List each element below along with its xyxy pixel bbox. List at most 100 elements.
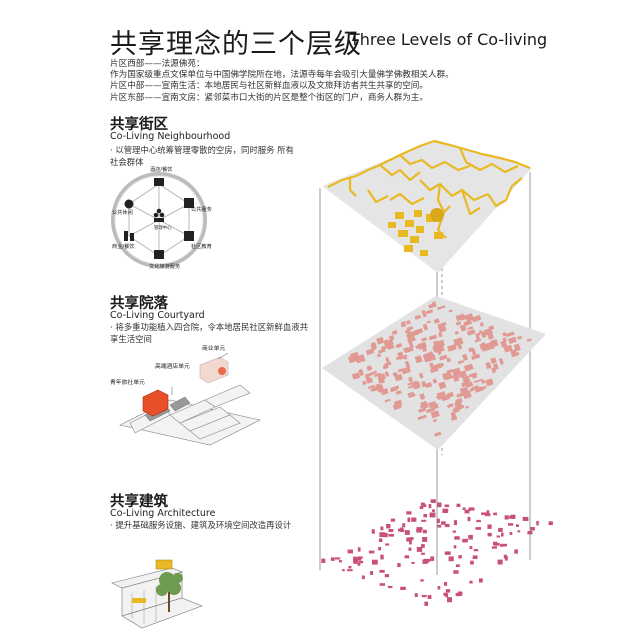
- architecture-block: [444, 551, 451, 555]
- architecture-block: [456, 503, 461, 507]
- courtyard-block: [477, 385, 487, 391]
- architecture-block: [452, 530, 456, 533]
- courtyard-block: [511, 351, 520, 358]
- courtyard-block: [463, 363, 474, 372]
- architecture-block: [421, 594, 427, 598]
- architecture-block: [462, 538, 468, 543]
- architecture-block: [514, 549, 518, 554]
- courtyard-block: [458, 404, 465, 410]
- courtyard-block: [424, 382, 433, 389]
- courtyard-block: [432, 378, 438, 384]
- courtyard-block: [366, 365, 373, 371]
- architecture-block: [406, 511, 412, 515]
- architecture-block: [432, 509, 435, 512]
- courtyard-block: [479, 322, 485, 327]
- courtyard-block: [471, 348, 477, 356]
- courtyard-block: [438, 381, 447, 390]
- page-title: 共享理念的三个层级: [110, 29, 362, 60]
- courtyard-block: [364, 374, 370, 380]
- courtyard-block: [502, 332, 507, 337]
- courtyard-block: [370, 387, 378, 392]
- courtyard-block: [455, 321, 462, 326]
- architecture-block: [444, 582, 448, 586]
- architecture-block: [486, 510, 490, 515]
- architecture-block: [421, 519, 427, 522]
- courtyard-block: [448, 309, 453, 313]
- courtyard-block: [347, 354, 357, 364]
- courtyard-block: [400, 354, 408, 359]
- courtyard-block: [384, 371, 390, 377]
- label-hotel-unit: 高端酒店单元: [155, 364, 190, 370]
- public-service-icon: [184, 198, 194, 208]
- architecture-block: [458, 555, 462, 559]
- architecture-block: [437, 502, 442, 508]
- courtyard-axonometric: [119, 352, 261, 446]
- courtyard-block: [480, 331, 487, 338]
- courtyard-block: [417, 341, 427, 350]
- courtyard-block: [498, 357, 504, 365]
- courtyard-block: [446, 357, 452, 363]
- hub-node-education: 社区教育: [191, 244, 212, 250]
- architecture-block: [437, 518, 440, 523]
- architecture-block: [371, 529, 375, 534]
- architecture-block: [397, 563, 401, 567]
- architecture-block: [429, 512, 436, 518]
- architecture-block: [353, 558, 356, 562]
- architecture-block: [423, 558, 429, 564]
- courtyard-block: [406, 329, 411, 335]
- courtyard-block: [385, 357, 390, 364]
- courtyard-block: [404, 347, 413, 354]
- architecture-block: [453, 545, 457, 549]
- courtyard-block: [430, 368, 436, 373]
- courtyard-block: [446, 368, 454, 374]
- architecture-block: [500, 543, 503, 547]
- courtyard-block: [433, 318, 440, 324]
- courtyard-block: [429, 362, 435, 370]
- courtyard-block: [439, 354, 448, 361]
- courtyard-block: [395, 390, 402, 395]
- courtyard-block: [351, 372, 361, 380]
- architecture-block: [422, 537, 428, 542]
- courtyard-block: [490, 357, 497, 364]
- courtyard-block: [390, 387, 398, 393]
- architecture-block: [496, 535, 500, 538]
- architecture-block: [419, 505, 424, 510]
- architecture-block: [355, 557, 362, 561]
- architecture-block: [441, 521, 446, 525]
- courtyard-block: [407, 380, 417, 386]
- courtyard-block: [459, 386, 469, 395]
- architecture-block: [380, 526, 384, 531]
- courtyard-block: [392, 371, 398, 377]
- architecture-block: [442, 508, 449, 513]
- architecture-block: [420, 502, 425, 506]
- courtyard-block: [392, 402, 402, 411]
- courtyard-block: [384, 398, 391, 403]
- courtyard-block: [400, 321, 407, 328]
- intro-line: 片区东部——宣南文房：紧邻菜市口大街的片区是整个街区的门户，商务人群为主。: [110, 92, 428, 103]
- courtyard-block: [367, 384, 376, 390]
- education-icon: [184, 231, 194, 241]
- courtyard-block: [486, 364, 491, 368]
- architecture-block: [472, 555, 478, 559]
- hub-node-culture: 文化旅游服务: [149, 264, 181, 270]
- architecture-block: [517, 530, 521, 533]
- architecture-block: [397, 528, 402, 532]
- architecture-block: [380, 554, 384, 560]
- architecture-block: [530, 527, 535, 531]
- courtyard-block: [434, 342, 444, 348]
- section-courtyard-subtitle: Co-Living Courtyard: [110, 310, 205, 321]
- hub-diagram: [111, 172, 207, 268]
- architecture-block: [347, 549, 353, 554]
- architecture-block: [372, 559, 378, 565]
- architecture-block: [386, 524, 391, 529]
- section-architecture-subtitle: Co-Living Architecture: [110, 508, 216, 519]
- courtyard-block: [431, 301, 437, 308]
- courtyard-block: [502, 337, 507, 343]
- courtyard-block: [410, 332, 415, 337]
- courtyard-block: [500, 340, 508, 348]
- courtyard-block: [395, 343, 403, 349]
- courtyard-block: [395, 356, 401, 361]
- courtyard-block: [418, 407, 427, 413]
- architecture-block: [406, 537, 412, 542]
- architecture-block: [353, 556, 357, 560]
